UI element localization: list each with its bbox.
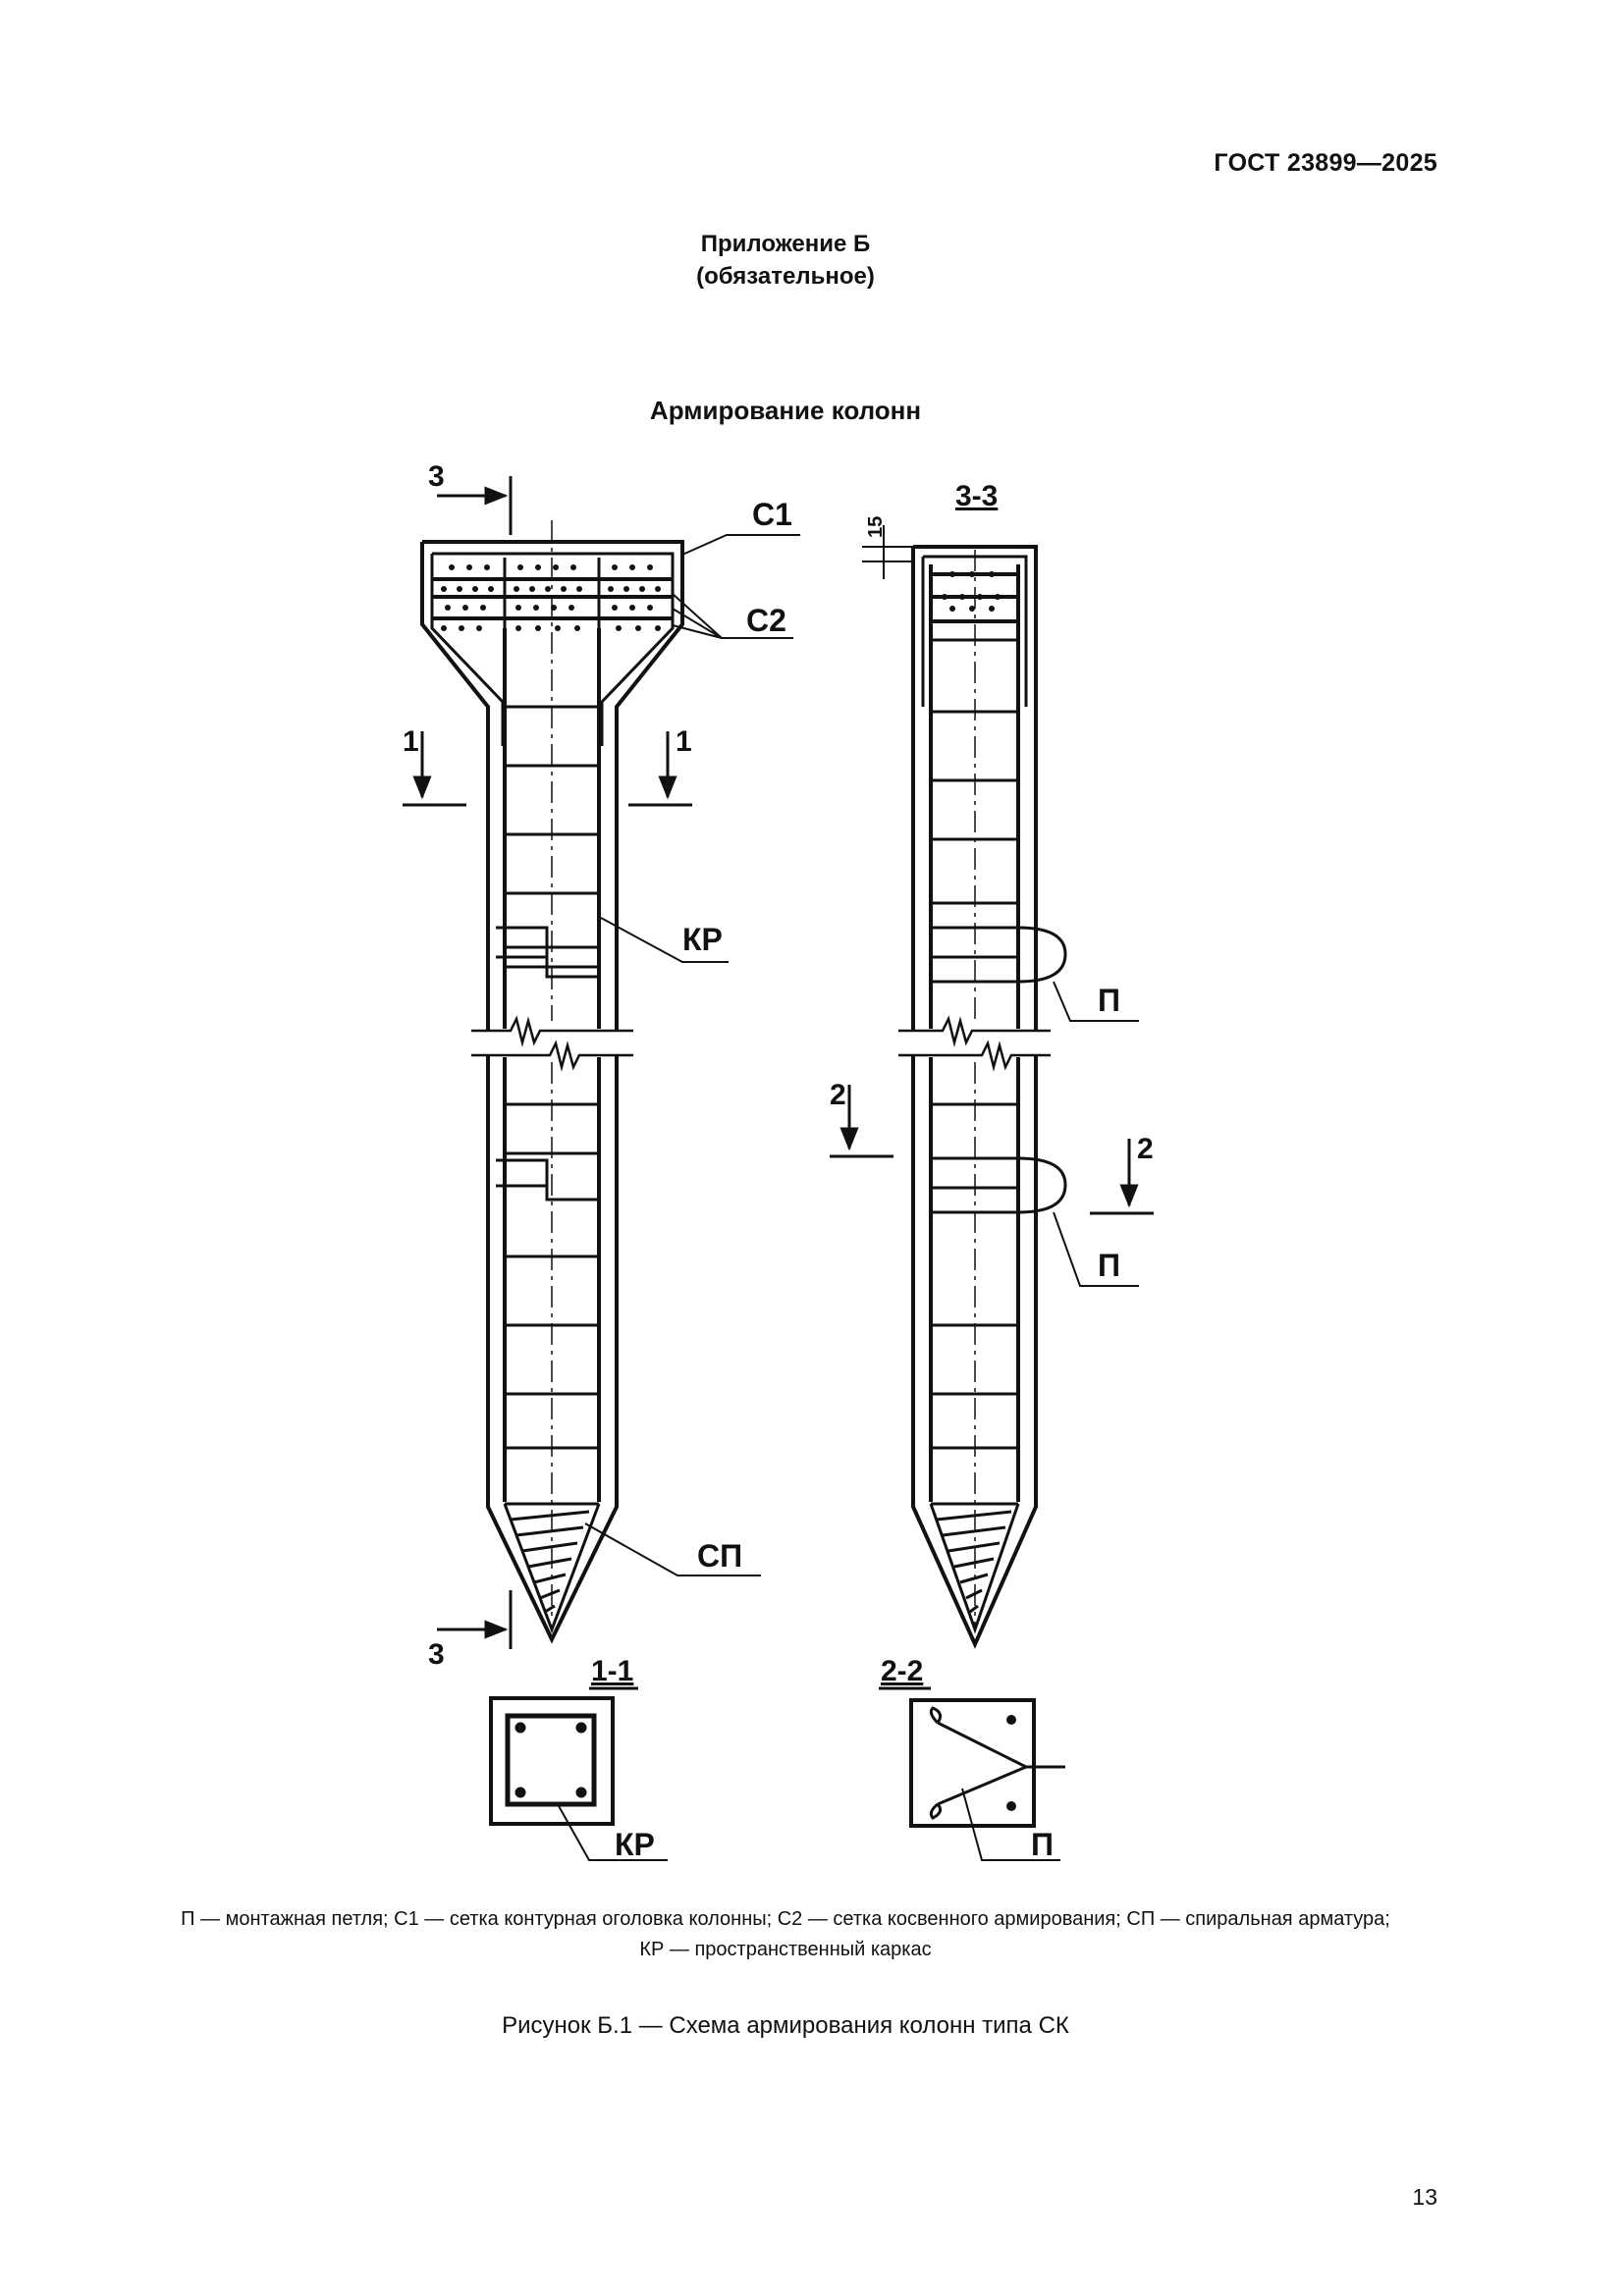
section-title: Армирование колонн [649, 396, 922, 425]
appendix-title: Приложение Б [700, 231, 871, 257]
view-3-3-label: 3-3 [955, 480, 998, 512]
legend-line-2: КР — пространственный каркас [639, 1939, 932, 1960]
cut-3-bottom-label: 3 [428, 1638, 445, 1671]
cut-1-right-label: 1 [676, 725, 692, 758]
appendix-status: (обязательное) [696, 263, 875, 290]
label-p-upper: П [1098, 983, 1120, 1018]
cut-3-top-label: 3 [428, 460, 445, 493]
legend-line-1: П — монтажная петля; С1 — сетка контурна… [181, 1908, 1390, 1930]
page-number: 13 [1412, 2184, 1437, 2210]
column-elevation-right [830, 525, 1154, 1649]
figure-caption: Рисунок Б.1 — Схема армирования колонн т… [502, 2012, 1069, 2039]
cut-2-right-label: 2 [1137, 1133, 1154, 1165]
dimension-15: 15 [865, 516, 887, 538]
drawing-labels: 3 3 1 1 2 2 С1 С2 КР СП П П 3-3 15 1-1 2… [403, 460, 1154, 1862]
cut-2-left-label: 2 [830, 1079, 846, 1111]
section-1-1-label: 1-1 [591, 1655, 633, 1687]
label-c1: С1 [752, 497, 792, 532]
label-kr-section: КР [615, 1827, 655, 1862]
label-p-lower: П [1098, 1248, 1120, 1283]
label-kr: КР [682, 922, 723, 957]
column-elevation-left [403, 476, 800, 1649]
mesh-dots-right [942, 571, 1001, 612]
label-c2: С2 [746, 603, 786, 638]
label-sp: СП [697, 1538, 742, 1574]
section-1-1 [489, 1686, 668, 1861]
section-2-2-label: 2-2 [881, 1655, 923, 1687]
document-number: ГОСТ 23899—2025 [1214, 149, 1437, 177]
mesh-dots-left [441, 564, 661, 631]
cut-1-left-label: 1 [403, 725, 419, 758]
label-p-section: П [1031, 1827, 1054, 1862]
appendix-heading: Приложение Б (обязательное) [0, 228, 1571, 293]
section-2-2 [879, 1686, 1065, 1861]
figure-legend: П — монтажная петля; С1 — сетка контурна… [88, 1904, 1483, 1965]
